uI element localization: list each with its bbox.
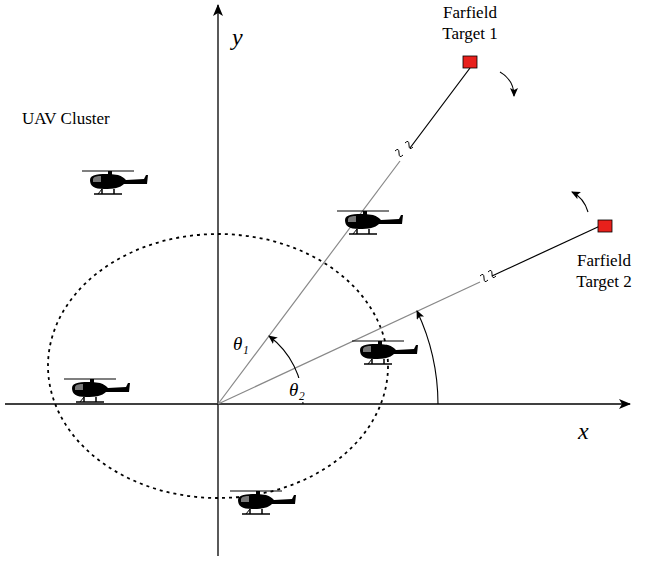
cluster-label: UAV Cluster [22,108,110,129]
angle-arc [417,311,438,404]
target-label: Farfield Target 2 [564,250,644,293]
target-square [598,220,612,232]
target-label: Farfield Target 1 [430,2,510,45]
y-axis [217,5,218,556]
uav-icon [337,211,403,234]
target-line [218,282,480,404]
cluster-circle [48,234,388,498]
angle-label: θ₂ [288,378,306,402]
target-line [218,161,400,404]
target-line [410,68,470,148]
uav-icon [64,379,130,402]
angle-label: θ₁ [232,332,250,356]
uav-icon [82,171,148,194]
uav-icon [352,341,418,364]
motion-arrow [500,72,514,96]
axis-label: y [232,22,243,52]
target-square [463,56,477,68]
axis-label: x [578,416,589,446]
uav-icon [230,491,296,514]
break-mark [480,270,496,281]
motion-arrow [572,192,588,212]
break-mark [395,141,413,156]
x-axis [5,403,630,404]
